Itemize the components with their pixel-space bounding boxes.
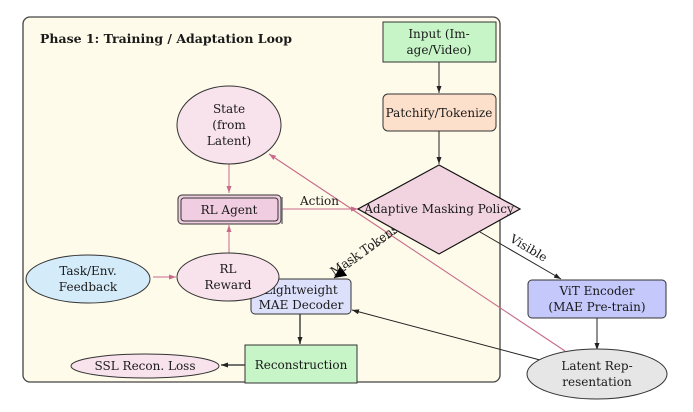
node-decoder-line2: MAE Decoder — [259, 298, 344, 312]
node-task-feedback-line1: Task/Env. — [59, 264, 116, 278]
node-state-line3: Latent) — [207, 134, 251, 148]
edge-label-action: Action — [299, 194, 339, 208]
node-patchify[interactable]: Patchify/Tokenize — [382, 93, 497, 132]
node-input[interactable]: Input (Im- age/Video) — [382, 21, 497, 63]
node-rl-reward-line2: Reward — [205, 278, 252, 292]
node-task-feedback-line2: Feedback — [59, 280, 118, 294]
node-vit-encoder-line2: (MAE Pre-train) — [548, 300, 645, 314]
node-task-feedback[interactable]: Task/Env. Feedback — [25, 254, 151, 304]
phase-title: Phase 1: Training / Adaptation Loop — [40, 31, 292, 46]
node-latent[interactable]: Latent Rep- resentation — [526, 348, 668, 400]
node-masking-policy-label: Adaptive Masking Policy — [363, 202, 514, 216]
node-decoder-line1: Lightweight — [264, 283, 338, 297]
edge-visible — [479, 231, 562, 280]
node-decoder[interactable]: Lightweight MAE Decoder — [250, 278, 352, 315]
node-ssl-loss-label: SSL Recon. Loss — [95, 359, 196, 373]
node-reconstruction[interactable]: Reconstruction — [244, 344, 358, 384]
node-state[interactable]: State (from Latent) — [176, 85, 282, 165]
node-vit-encoder-line1: ViT Encoder — [558, 284, 634, 298]
node-masking-policy[interactable]: Adaptive Masking Policy — [356, 164, 522, 255]
node-rl-reward-line1: RL — [219, 262, 236, 276]
node-reconstruction-label: Reconstruction — [255, 358, 348, 372]
node-state-line1: State — [213, 102, 245, 116]
node-input-line2: age/Video) — [407, 43, 472, 57]
node-ssl-loss[interactable]: SSL Recon. Loss — [70, 353, 220, 379]
edge-mask-tokens — [333, 231, 398, 279]
node-patchify-label: Patchify/Tokenize — [386, 106, 493, 120]
edge-latent-state — [268, 153, 566, 352]
node-input-line1: Input (Im- — [408, 27, 469, 41]
node-state-line2: (from — [212, 118, 246, 132]
node-latent-line1: Latent Rep- — [561, 359, 632, 373]
node-rl-reward[interactable]: RL Reward — [176, 252, 280, 302]
edge-latent-decoder — [351, 309, 541, 361]
node-vit-encoder[interactable]: ViT Encoder (MAE Pre-train) — [527, 279, 667, 319]
edges — [153, 62, 600, 368]
node-rl-agent[interactable]: RL Agent — [177, 194, 283, 225]
node-rl-agent-label: RL Agent — [201, 203, 258, 217]
node-latent-line2: resentation — [562, 375, 632, 389]
